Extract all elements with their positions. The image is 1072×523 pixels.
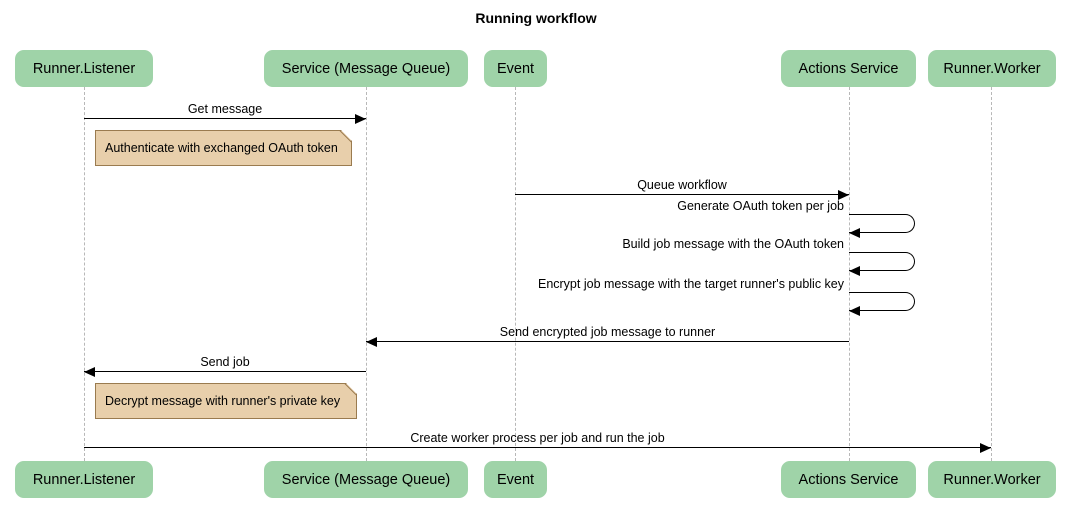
participant-label: Runner.Worker [943, 60, 1041, 77]
self-message-generate-oauth-token [849, 214, 915, 233]
participant-actions-service-top[interactable]: Actions Service [781, 50, 916, 87]
note-text: Authenticate with exchanged OAuth token [105, 141, 338, 155]
arrowhead-left-icon [849, 228, 860, 238]
lifeline-runner-listener [84, 87, 85, 461]
message-line-get-message [84, 118, 366, 119]
participant-label: Service (Message Queue) [281, 60, 451, 77]
diagram-title: Running workflow [475, 10, 597, 26]
arrowhead-right-icon [838, 190, 849, 200]
note-decrypt: Decrypt message with runner's private ke… [95, 383, 357, 419]
participant-label: Event [496, 60, 535, 77]
message-label-queue-workflow: Queue workflow [637, 178, 727, 192]
note-text: Decrypt message with runner's private ke… [105, 394, 341, 408]
participant-service-message-queue-top[interactable]: Service (Message Queue) [264, 50, 468, 87]
participant-runner-worker-top[interactable]: Runner.Worker [928, 50, 1056, 87]
note-authenticate: Authenticate with exchanged OAuth token [95, 130, 352, 166]
message-label-generate-oauth-token: Generate OAuth token per job [677, 199, 844, 213]
message-label-send-encrypted-job-message: Send encrypted job message to runner [499, 325, 716, 339]
participant-event-top[interactable]: Event [484, 50, 547, 87]
lifeline-service-message-queue [366, 87, 367, 461]
participant-runner-listener-bottom[interactable]: Runner.Listener [15, 461, 153, 498]
participant-runner-worker-bottom[interactable]: Runner.Worker [928, 461, 1056, 498]
note-fold-edge-icon [337, 130, 352, 145]
message-line-create-worker-process [84, 447, 991, 448]
participant-label: Runner.Listener [32, 471, 136, 488]
note-fold-edge-icon [342, 383, 357, 398]
arrowhead-right-icon [355, 114, 366, 124]
participant-label: Runner.Listener [32, 60, 136, 77]
participant-runner-listener-top[interactable]: Runner.Listener [15, 50, 153, 87]
participant-label: Runner.Worker [943, 471, 1041, 488]
message-line-send-encrypted-job-message [366, 341, 849, 342]
message-label-create-worker-process: Create worker process per job and run th… [410, 431, 665, 445]
participant-service-message-queue-bottom[interactable]: Service (Message Queue) [264, 461, 468, 498]
message-label-get-message: Get message [187, 102, 263, 116]
arrowhead-left-icon [849, 266, 860, 276]
message-label-build-job-message: Build job message with the OAuth token [622, 237, 844, 251]
arrowhead-left-icon [849, 306, 860, 316]
message-line-send-job [84, 371, 366, 372]
lifeline-event [515, 87, 516, 461]
message-line-queue-workflow [515, 194, 849, 195]
participant-actions-service-bottom[interactable]: Actions Service [781, 461, 916, 498]
message-label-encrypt-job-message: Encrypt job message with the target runn… [537, 277, 844, 291]
participant-event-bottom[interactable]: Event [484, 461, 547, 498]
self-message-build-job-message [849, 252, 915, 271]
participant-label: Event [496, 471, 535, 488]
participant-label: Service (Message Queue) [281, 471, 451, 488]
participant-label: Actions Service [798, 471, 899, 488]
arrowhead-left-icon [84, 367, 95, 377]
arrowhead-right-icon [980, 443, 991, 453]
lifeline-runner-worker [991, 87, 992, 461]
self-message-encrypt-job-message [849, 292, 915, 311]
arrowhead-left-icon [366, 337, 377, 347]
participant-label: Actions Service [798, 60, 899, 77]
message-label-send-job: Send job [200, 355, 250, 369]
